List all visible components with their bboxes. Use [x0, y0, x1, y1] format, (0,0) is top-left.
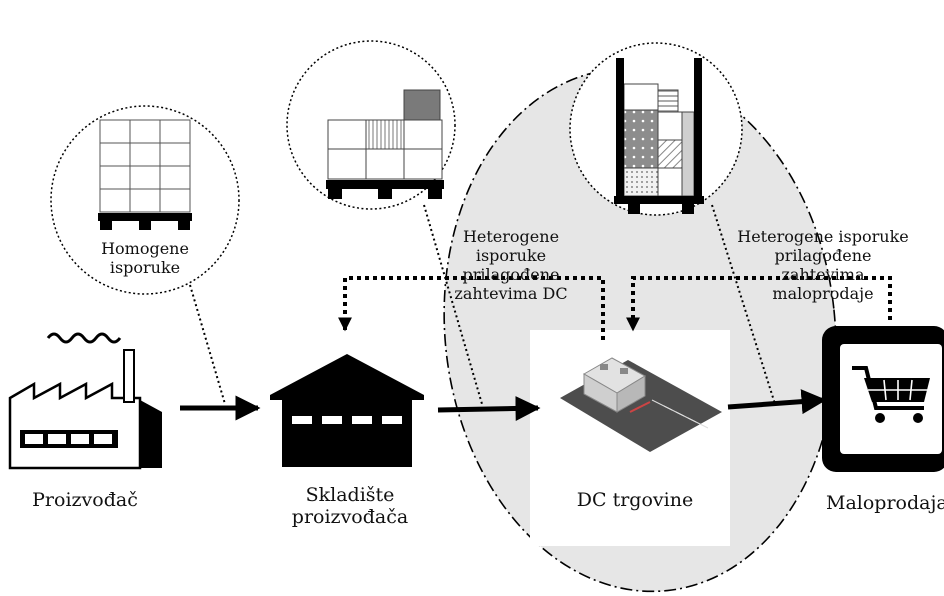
hetero-dc-note: Heterogene isporuke prilagođene zahtevim…	[446, 227, 576, 304]
pallet-icon	[99, 119, 191, 213]
homogeneous-note: Homogene isporuke	[95, 239, 195, 278]
flow-arrows	[180, 389, 827, 421]
dc-label: DC trgovine	[576, 489, 694, 511]
homogeneous-pallet-circle	[50, 105, 240, 295]
hetero-dc-note-line1: Heterogene	[462, 227, 560, 246]
distribution-center-icon	[560, 357, 722, 452]
hetero-retail-note: Heterogene isporuke prilagođene zahtevim…	[728, 227, 918, 304]
homogeneous-note-line2: isporuke	[109, 257, 181, 277]
zoom-connectors	[189, 204, 776, 405]
flow-arrow-3	[727, 389, 827, 415]
pallet-icon	[623, 83, 695, 197]
flow-arrow-2	[437, 395, 541, 421]
warehouse-label-line2: proizvođača	[291, 506, 409, 529]
hetero-retail-note-line4: maloprodaje	[772, 283, 874, 303]
hetero-retail-note-line1: Heterogene isporuke	[737, 227, 909, 246]
feedback-arrow-retail	[626, 276, 892, 332]
hetero-dc-note-line2: isporuke	[475, 245, 547, 265]
hetero-dc-note-line4: zahtevima DC	[454, 283, 568, 303]
retail-label: Maloprodaja	[826, 492, 944, 514]
manufacturer-label: Proizvođač	[32, 489, 138, 511]
shopping-cart-icon	[822, 326, 944, 472]
dc-pallet-circle	[569, 42, 743, 216]
warehouse-pallet-circle	[286, 40, 456, 210]
warehouse-label: Skladište proizvođača	[275, 484, 425, 529]
hetero-retail-note-line3: zahtevima	[781, 264, 865, 284]
hetero-dc-note-line3: prilagođene	[462, 264, 560, 284]
warehouse-label-line1: Skladište	[305, 484, 395, 506]
pallet-icon	[327, 89, 443, 180]
factory-icon	[8, 332, 162, 470]
homogeneous-note-line1: Homogene	[101, 239, 189, 258]
warehouse-icon	[270, 354, 424, 467]
hetero-retail-note-line2: prilagođene	[774, 245, 872, 265]
feedback-arrow-dc	[338, 276, 605, 340]
